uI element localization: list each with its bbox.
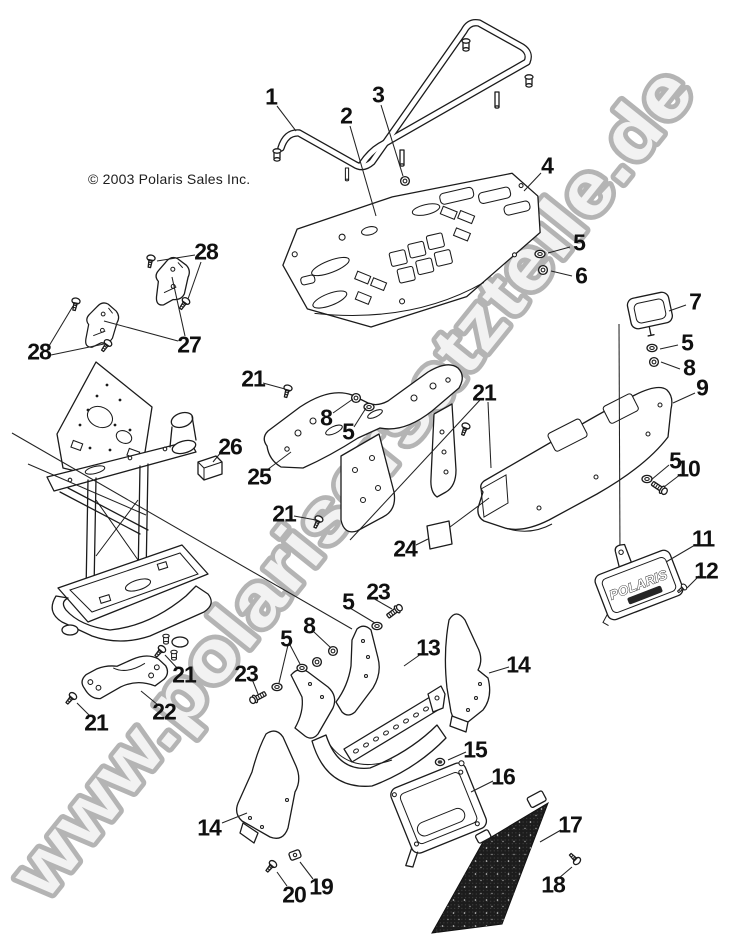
part-10-bolt <box>649 479 670 497</box>
leader-lines <box>11 104 700 887</box>
callout-5-c: 5 <box>342 418 355 445</box>
callout-25: 25 <box>247 463 272 490</box>
part-8-nut-a <box>648 356 660 368</box>
part-8-nut-c2 <box>311 656 323 668</box>
callout-23-b: 23 <box>234 660 259 687</box>
part-18-screw <box>566 850 583 867</box>
callout-5-e: 5 <box>342 588 355 615</box>
callout-12: 12 <box>694 557 719 584</box>
callout-14-b: 14 <box>197 814 222 841</box>
callout-27: 27 <box>177 331 202 358</box>
callout-22: 22 <box>152 698 177 725</box>
rivet-dots <box>78 383 132 452</box>
part-5-washer-f2 <box>296 663 308 673</box>
callout-23-a: 23 <box>366 578 391 605</box>
callout-24: 24 <box>393 535 418 562</box>
part-6-nut <box>537 264 549 276</box>
callout-16: 16 <box>491 763 516 790</box>
callout-7: 7 <box>689 288 702 315</box>
part-15-plug <box>434 757 446 767</box>
callout-5-f: 5 <box>280 625 293 652</box>
part-3-nut <box>399 175 411 187</box>
callout-21-a: 21 <box>241 365 266 392</box>
callout-21-d: 21 <box>172 661 197 688</box>
part-9-front-fascia <box>477 323 673 557</box>
callout-17: 17 <box>558 811 583 838</box>
part-7-headlight-pod <box>626 291 674 337</box>
callout-3: 3 <box>372 81 385 108</box>
callout-5-a: 5 <box>573 229 586 256</box>
callout-28-a: 28 <box>194 238 219 265</box>
part-5-washer-f <box>271 682 283 692</box>
callout-5-b: 5 <box>681 329 694 356</box>
copyright-text: © 2003 Polaris Sales Inc. <box>88 171 251 187</box>
part-23-bolt-b <box>247 689 268 706</box>
part-19-clip <box>288 849 302 861</box>
part-5-washer-e <box>371 621 383 631</box>
part-22-lower-bracket <box>81 655 169 700</box>
callout-10: 10 <box>676 455 701 482</box>
part-1-rack-extender-tube <box>272 18 534 182</box>
callout-21-e: 21 <box>84 709 109 736</box>
part-20-screw <box>263 858 279 875</box>
part-25-support-bracket <box>263 364 463 533</box>
callout-19: 19 <box>309 873 334 900</box>
callout-8-a: 8 <box>683 354 696 381</box>
callout-20: 20 <box>282 881 307 908</box>
callout-28-b: 28 <box>27 338 52 365</box>
part-21-screw-b <box>458 421 472 437</box>
callout-18: 18 <box>541 871 566 898</box>
callout-2: 2 <box>340 102 353 129</box>
callout-21-b: 21 <box>472 379 497 406</box>
callout-8-b: 8 <box>320 404 333 431</box>
part-21-screw-a <box>280 383 294 399</box>
part-21-screw-c <box>310 513 325 530</box>
part-5-washer-b <box>646 343 658 353</box>
callout-14-a: 14 <box>506 651 531 678</box>
callout-21-c: 21 <box>272 500 297 527</box>
callout-26: 26 <box>218 433 243 460</box>
part-4-rack-panel <box>282 172 541 328</box>
part-8-nut-c <box>327 645 339 657</box>
part-13-bumper-bracket <box>290 625 447 787</box>
callout-15: 15 <box>463 736 488 763</box>
callout-11: 11 <box>691 525 715 552</box>
part-14-side-panel-left <box>235 730 300 844</box>
part-17-mesh-screen <box>431 790 549 934</box>
callout-5-d: 5 <box>669 447 682 474</box>
callout-8-c: 8 <box>303 612 316 639</box>
callout-13: 13 <box>416 634 441 661</box>
part-24-plate <box>426 520 453 550</box>
callout-9: 9 <box>696 374 709 401</box>
part-11-badge: POLARIS <box>594 543 684 627</box>
part-5-washer-d <box>641 474 653 484</box>
part-21-screw-e <box>63 690 79 707</box>
callout-4: 4 <box>541 152 554 179</box>
part-5-washer <box>534 249 546 259</box>
part-14-side-panel-right <box>444 613 491 733</box>
part-16-grille-frame <box>390 760 488 868</box>
part-8-nut-b <box>350 392 362 404</box>
callout-6: 6 <box>575 262 588 289</box>
callout-1: 1 <box>265 83 278 110</box>
frame-weldment <box>46 361 212 661</box>
part-26-pad <box>197 455 223 481</box>
